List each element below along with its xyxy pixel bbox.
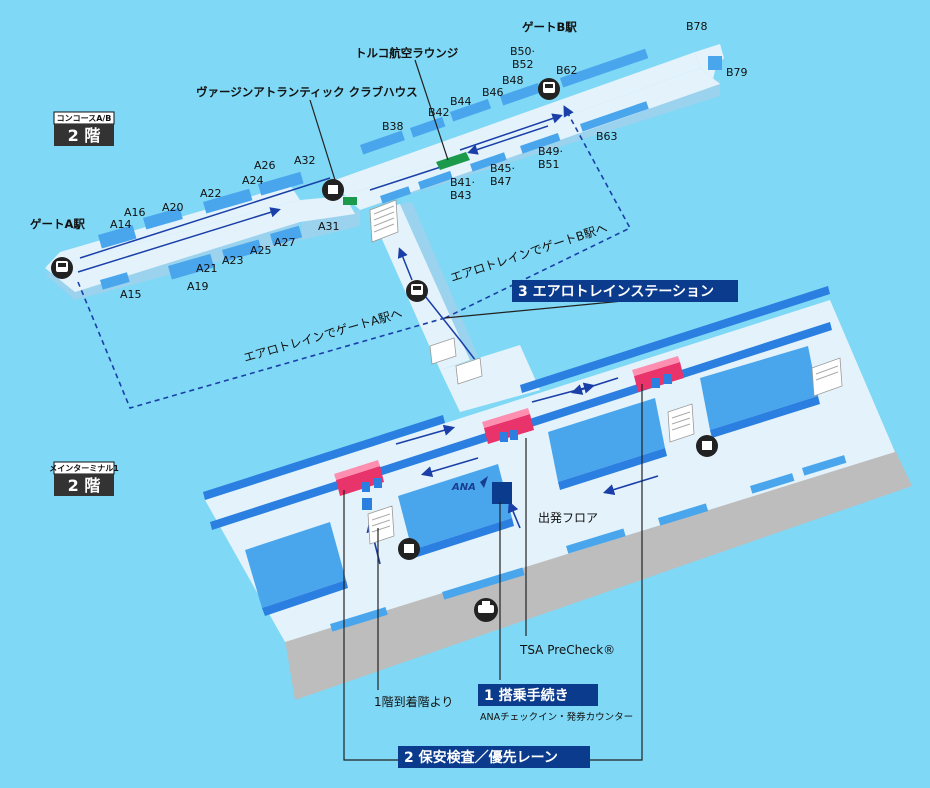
gate-label: B43 [450, 189, 472, 202]
gate-label: B38 [382, 120, 404, 133]
ana-logo-icon [480, 476, 488, 488]
step2-box [398, 746, 590, 768]
gate-label: B46 [482, 86, 504, 99]
taxi-icon [474, 598, 498, 622]
train-icon [538, 78, 560, 100]
gate-label: B41· [450, 176, 475, 189]
floor-big-label: 2 階 [68, 126, 101, 145]
route-to-gate-a-label: エアロトレインでゲートA駅へ [242, 306, 404, 365]
floor-badge-concourse: コンコースA/B 2 階 [53, 111, 115, 146]
train-icon [51, 257, 73, 279]
step1-box [478, 684, 598, 706]
gate-label: B42 [428, 106, 450, 119]
lounge-icon [322, 179, 344, 201]
gate-label: B50· [510, 45, 535, 58]
security-checkpoint-right [632, 356, 684, 392]
gate-label: A32 [294, 154, 316, 167]
escalator-icon [811, 357, 843, 397]
escalator-icon [667, 403, 695, 443]
escalator-icon [429, 337, 483, 385]
step3-box [512, 280, 738, 302]
gate-label: B47 [490, 175, 512, 188]
gate-label: B49· [538, 145, 563, 158]
gate-label: B44 [450, 95, 472, 108]
gate-label: A19 [187, 280, 209, 293]
gate-label: A14 [110, 218, 132, 231]
gate-label: B62 [556, 64, 578, 77]
gate-label: B45· [490, 162, 515, 175]
gate-label: B79 [726, 66, 748, 79]
gate-label: A25 [250, 244, 272, 257]
virgin-lounge-marker [343, 197, 357, 205]
arrival-floor-label: 1階到着階より [374, 694, 453, 709]
gate-label: A26 [254, 159, 276, 172]
escalator-icon [369, 199, 399, 243]
gate-a-station-label: ゲートA駅 [30, 217, 85, 231]
floor-big-label: 2 階 [68, 476, 101, 495]
gate-labels: A14 A15 A16 A19 A20 A21 A22 A23 A24 A25 … [110, 20, 748, 301]
step1-sub-label: ANAチェックイン・発券カウンター [480, 711, 633, 723]
lounge-icon [696, 435, 718, 457]
floor-badge-main-terminal: メインターミナル1 2 階 [49, 461, 119, 496]
floor-small-label: コンコースA/B [57, 114, 112, 123]
gate-label: A27 [274, 236, 296, 249]
main-terminal-floor [203, 286, 912, 700]
step1-label: 1 搭乗手続き [484, 687, 569, 704]
gate-label: B63 [596, 130, 618, 143]
ana-logo-text: ANA [451, 482, 476, 493]
gate-label: A24 [242, 174, 264, 187]
ana-counter [492, 482, 512, 504]
turkish-lounge-marker [436, 152, 470, 170]
train-icon [406, 280, 428, 302]
gate-label: A31 [318, 220, 340, 233]
gate-label: A16 [124, 206, 146, 219]
step2-label: 2 保安検査／優先レーン [404, 749, 558, 766]
gate-label: B78 [686, 20, 708, 33]
lounge-icon [398, 538, 420, 560]
virgin-lounge-label: ヴァージンアトランティック クラブハウス [196, 85, 418, 99]
gate-label: A21 [196, 262, 218, 275]
gate-label: A23 [222, 254, 244, 267]
gate-label: B51 [538, 158, 560, 171]
tsa-precheck-label: TSA PreCheck® [519, 643, 615, 657]
gate-label: A22 [200, 187, 222, 200]
gate-label: B48 [502, 74, 524, 87]
security-checkpoint-center [482, 408, 534, 444]
gate-label: A15 [120, 288, 142, 301]
escalator-icon [367, 505, 395, 545]
turkish-lounge-label: トルコ航空ラウンジ [355, 46, 459, 60]
floor-small-label: メインターミナル1 [49, 463, 119, 473]
gate-b-station-label: ゲートB駅 [522, 20, 577, 34]
security-checkpoint-left [334, 460, 384, 510]
gate-label: B52 [512, 58, 534, 71]
departure-floor-label: 出発フロア [538, 511, 598, 525]
step3-label: 3 エアロトレインステーション [518, 284, 714, 300]
gate-label: A20 [162, 201, 184, 214]
route-to-gate-b-label: エアロトレインでゲートB駅へ [449, 221, 610, 285]
concourse-floor [45, 44, 724, 370]
